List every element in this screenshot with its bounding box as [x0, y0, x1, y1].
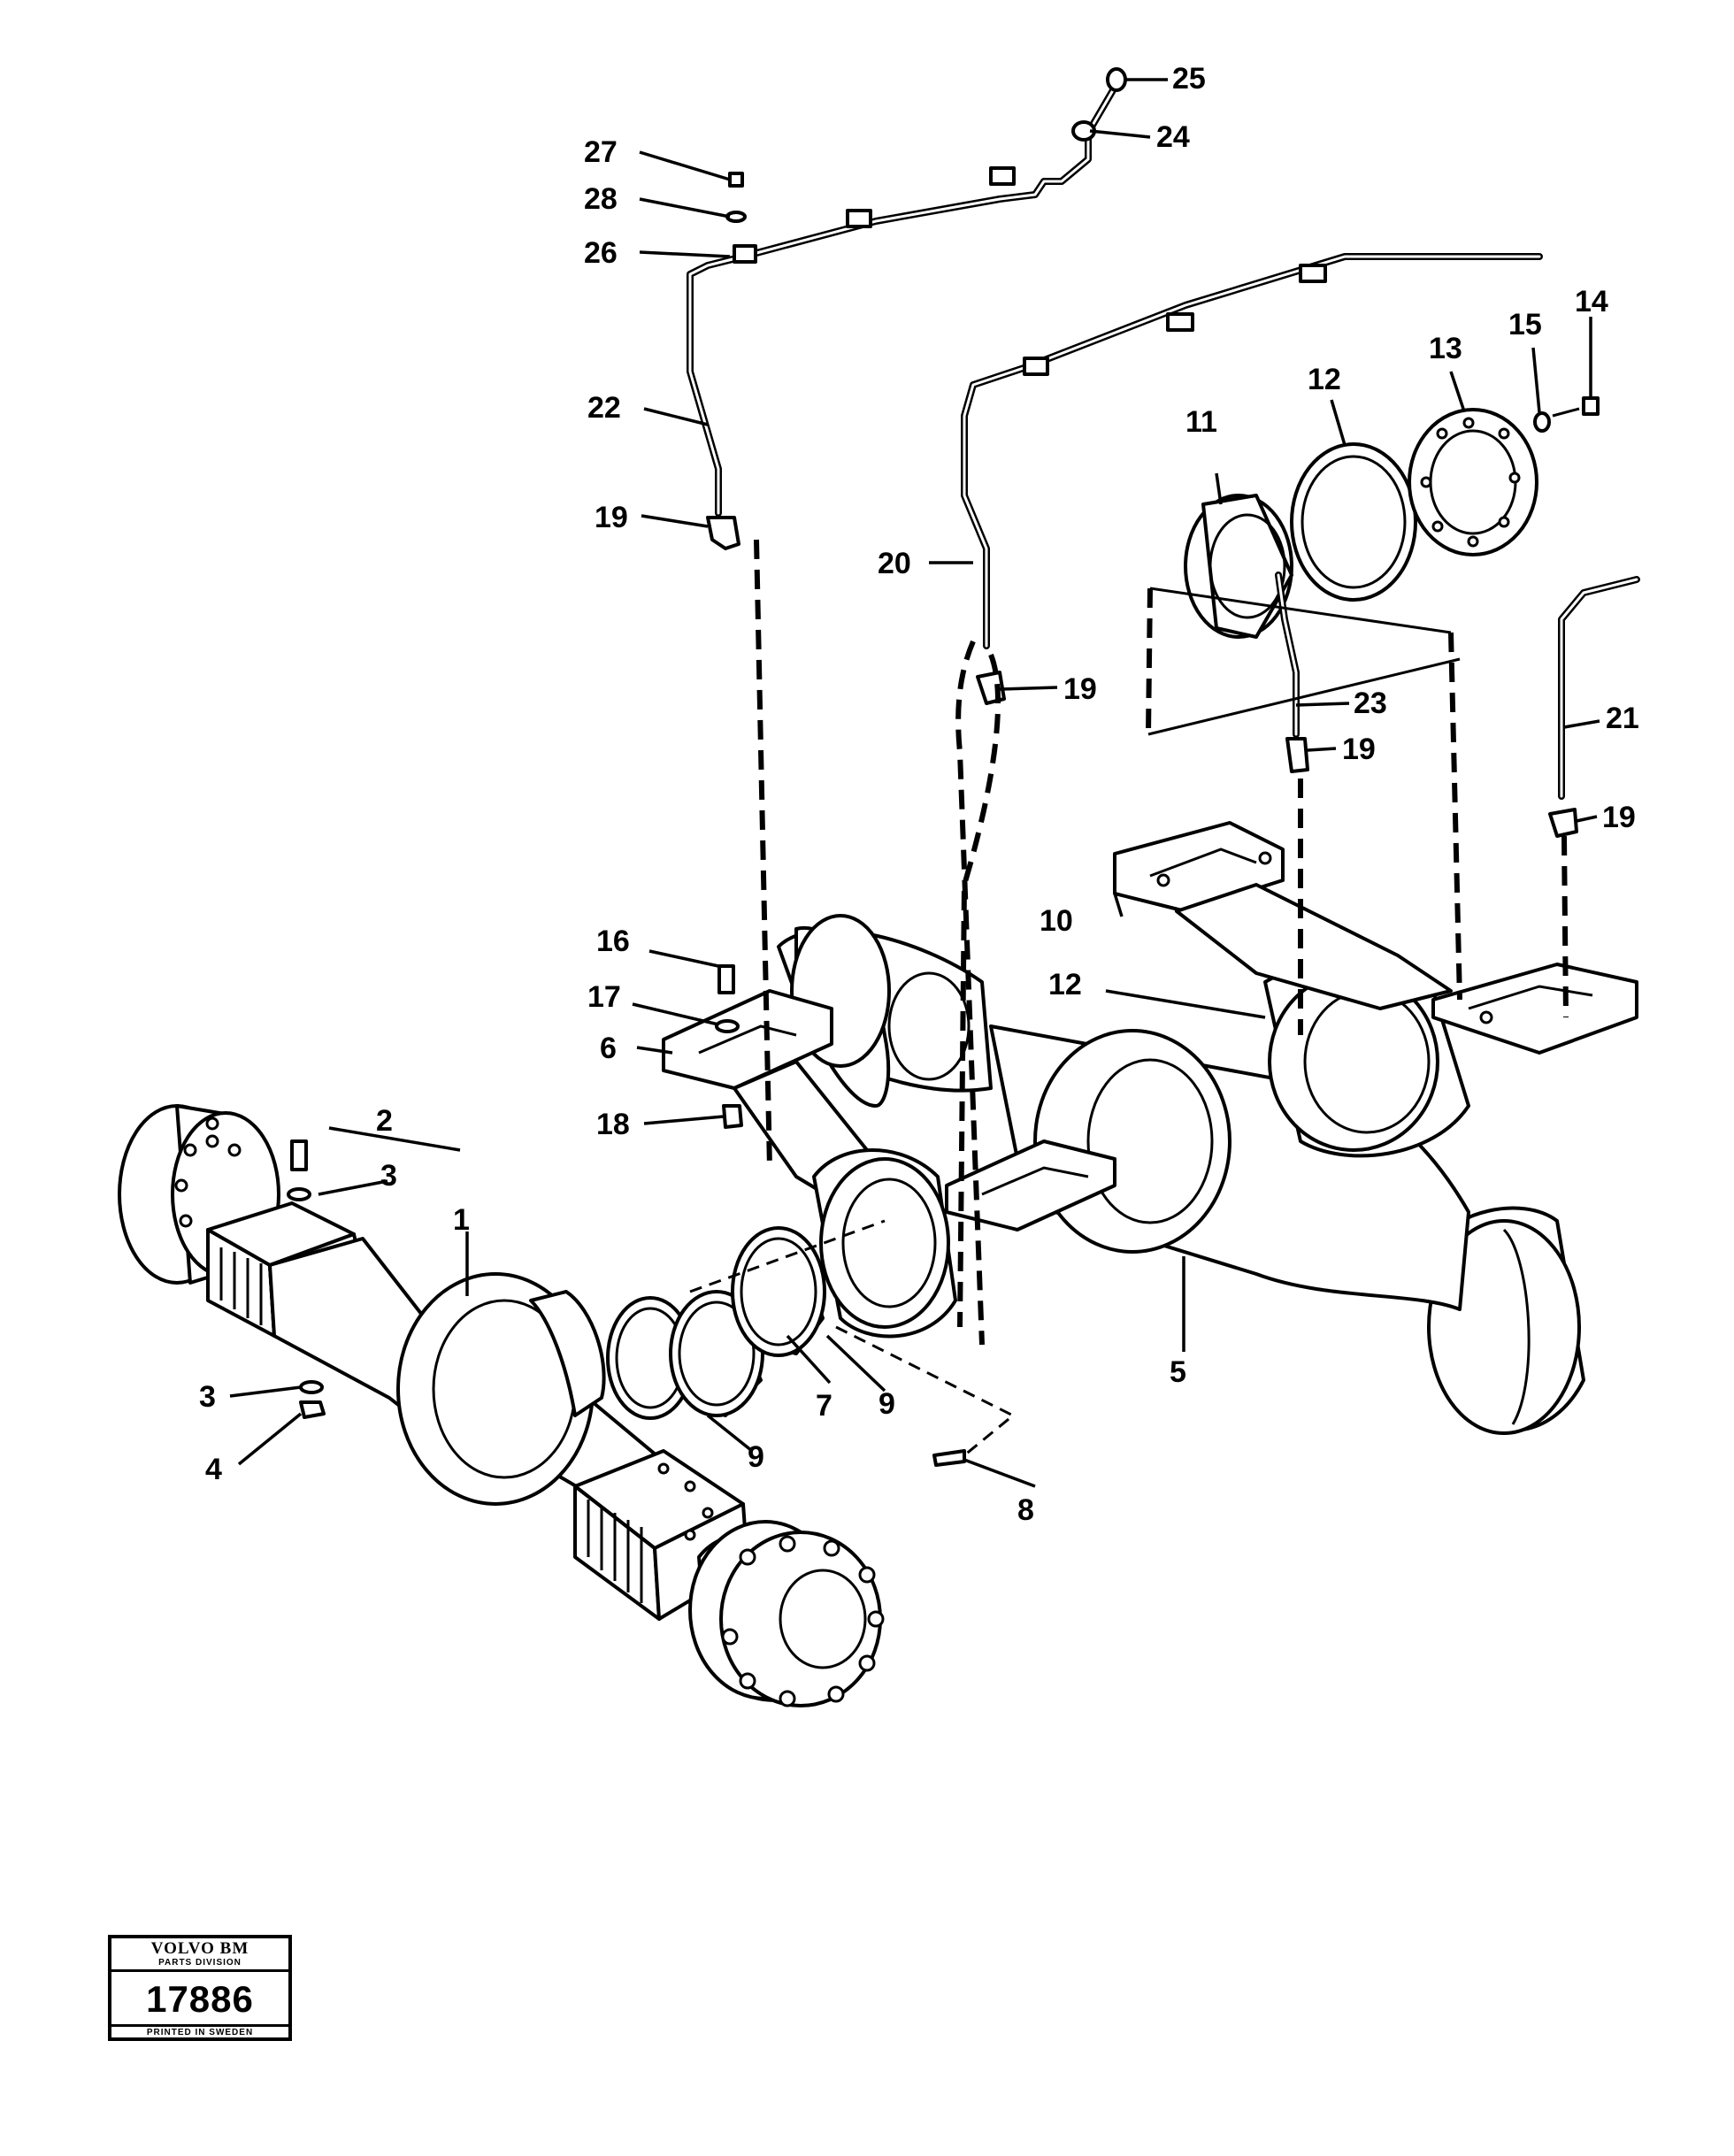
front-mounting-bracket — [662, 989, 1116, 1231]
callout-9-left: 9 — [748, 1440, 764, 1474]
callout-6: 6 — [600, 1032, 617, 1065]
callout-16: 16 — [596, 925, 630, 958]
callout-12-upper: 12 — [1308, 363, 1341, 396]
callout-19-d: 19 — [1602, 801, 1636, 834]
lubrication-pipes — [687, 67, 1640, 838]
callout-20: 20 — [878, 547, 911, 580]
callout-19-a: 19 — [595, 501, 628, 534]
stamp-brand: VOLVO BM — [150, 1939, 249, 1958]
callout-27: 27 — [584, 135, 618, 169]
callout-11: 11 — [1185, 405, 1217, 439]
callout-22: 22 — [587, 391, 621, 425]
rear-bearing-parts — [1184, 396, 1600, 639]
callout-19-c: 19 — [1342, 733, 1376, 766]
front-pivot-eye — [812, 1148, 957, 1339]
callout-28: 28 — [584, 182, 618, 216]
callout-10: 10 — [1040, 904, 1073, 938]
fasteners — [287, 964, 966, 1467]
front-axle-assembly — [118, 1104, 885, 1707]
callout-4: 4 — [205, 1453, 222, 1486]
callout-13: 13 — [1429, 332, 1462, 365]
callout-17: 17 — [587, 980, 621, 1014]
callout-3-upper: 3 — [380, 1159, 397, 1193]
assembly-dashed-lines — [689, 539, 1569, 1457]
callout-14: 14 — [1575, 285, 1608, 318]
stamp-printed: PRINTED IN SWEDEN — [111, 2024, 288, 2037]
callout-numbers: 1 2 3 3 4 5 6 7 8 9 9 10 11 12 12 13 14 … — [199, 62, 1639, 1527]
callout-7: 7 — [816, 1389, 832, 1423]
stamp-division: PARTS DIVISION — [111, 1958, 288, 1972]
parts-division-stamp: VOLVO BM PARTS DIVISION 17886 PRINTED IN… — [108, 1935, 292, 2041]
rear-mounting-bracket — [1113, 821, 1638, 1055]
stamp-number: 17886 — [146, 1978, 254, 2020]
callout-8: 8 — [1017, 1493, 1034, 1527]
callout-19-b: 19 — [1063, 672, 1097, 706]
callout-18: 18 — [596, 1108, 630, 1141]
callout-2: 2 — [376, 1104, 393, 1138]
callout-3-lower: 3 — [199, 1380, 216, 1414]
callout-leaders — [229, 78, 1600, 1488]
callout-25: 25 — [1172, 62, 1206, 96]
callout-12-lower: 12 — [1048, 968, 1082, 1001]
callout-26: 26 — [584, 236, 618, 270]
callout-5: 5 — [1170, 1355, 1186, 1389]
bushing-rings — [606, 1226, 826, 1420]
callout-21: 21 — [1606, 702, 1639, 735]
callout-23: 23 — [1354, 687, 1387, 720]
callout-15: 15 — [1508, 308, 1542, 341]
callout-24: 24 — [1156, 120, 1190, 154]
callout-9-right: 9 — [879, 1387, 895, 1421]
callout-1: 1 — [453, 1203, 470, 1237]
